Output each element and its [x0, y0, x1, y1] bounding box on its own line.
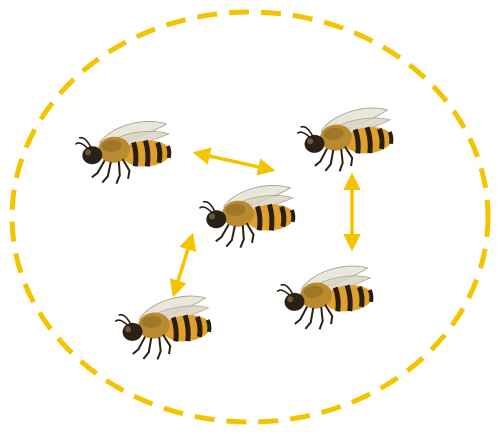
bee-bottom-left-icon [113, 294, 213, 363]
bee-top-left-icon [74, 120, 172, 186]
arrow-top-left-to-top-right [196, 153, 272, 170]
bee-bottom-right-icon [275, 264, 375, 333]
bee-top-right-icon [295, 106, 395, 175]
bee-center-icon [198, 184, 296, 250]
arrow-center-to-bottom-left [174, 236, 192, 294]
